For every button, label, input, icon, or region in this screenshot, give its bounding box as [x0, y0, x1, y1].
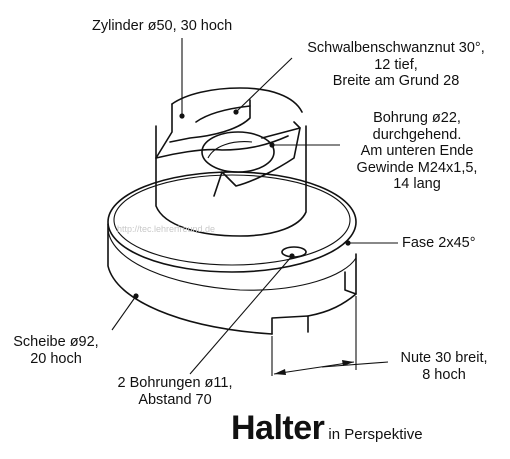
dim-arrow-left	[274, 369, 286, 375]
groove-left-wall	[155, 103, 173, 159]
label-nute: Nute 30 breit, 8 hoch	[400, 350, 488, 383]
slot-bottom-edge	[271, 315, 309, 335]
title-main: Halter	[231, 409, 325, 447]
leader-lines	[111, 38, 398, 376]
groove-right-wall	[213, 121, 301, 197]
cylinder	[155, 87, 307, 237]
bore-top	[201, 131, 275, 173]
title-subtitle: in Perspektive	[328, 426, 423, 443]
groove-front-edge	[169, 99, 251, 143]
label-schwalbenschwanznut: Schwalbenschwanznut 30°, 12 tief, Breite…	[307, 40, 485, 89]
leader-nute	[321, 361, 389, 368]
label-bohrung: Bohrung ø22, durchgehend. Am unteren End…	[356, 110, 478, 192]
base-disc	[107, 171, 357, 335]
bore-inner	[207, 141, 253, 159]
label-zylinder: Zylinder ø50, 30 hoch	[92, 18, 233, 34]
disc-top-inner-edge	[113, 174, 351, 266]
leader-scheibe	[111, 295, 137, 331]
label-fase: Fase 2x45°	[402, 235, 476, 251]
leader-bohrungen	[189, 255, 293, 375]
label-bohrungen: 2 Bohrungen ø11, Abstand 70	[117, 375, 233, 408]
label-scheibe: Scheibe ø92, 20 hoch	[13, 334, 99, 367]
dim-line	[273, 361, 355, 375]
chamfer-lower-edge	[107, 229, 357, 291]
disc-top-chamfer-edge	[107, 171, 357, 273]
watermark-text: http://tec.lehrerfreund.de	[117, 224, 216, 234]
leader-nut	[235, 57, 293, 113]
groove-bottom-curve	[195, 105, 251, 123]
dim-arrow-right	[342, 360, 354, 366]
slot-side	[344, 271, 357, 295]
